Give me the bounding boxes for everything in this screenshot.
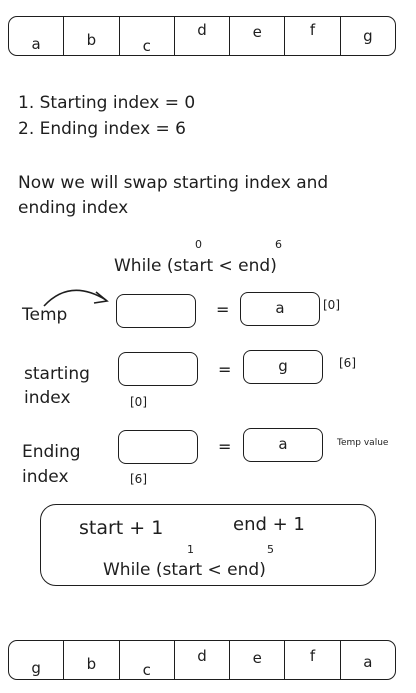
loop1-start-index: 0 [195, 238, 202, 251]
starting-value-box: g [243, 350, 323, 384]
temp-label: Temp [22, 305, 68, 325]
update-end-index: 5 [267, 543, 274, 556]
temp-value-box: a [240, 292, 320, 326]
temp-value: a [275, 299, 285, 318]
start-increment: start + 1 [79, 517, 164, 539]
swap-note-line-2: ending index [18, 198, 129, 218]
step-1: 1. Starting index = 0 [18, 93, 196, 113]
array-cell: b [64, 17, 120, 55]
array-cell: d [175, 641, 231, 679]
starting-value: g [278, 357, 288, 376]
update-condition: While (start < end) [103, 560, 266, 580]
array-after: g b c d e f a [8, 640, 396, 680]
ending-value: a [278, 435, 288, 454]
update-start-index: 1 [187, 543, 194, 556]
curved-arrow-icon [43, 289, 109, 307]
array-before: a b c d e f g [8, 16, 396, 56]
array-cell: g [363, 27, 373, 45]
array-cell: b [64, 641, 120, 679]
array-cell: a [9, 17, 65, 55]
ending-label-line-2: index [22, 467, 69, 487]
update-box: start + 1 end + 1 1 5 While (start < end… [40, 504, 376, 586]
ending-value-box: a [243, 428, 323, 462]
ending-equals: = [218, 437, 232, 456]
array-cell: d [175, 17, 231, 55]
array-cell: f [285, 17, 341, 55]
array-cell: e [230, 17, 286, 55]
loop1-condition: While (start < end) [114, 256, 277, 276]
temp-index: [0] [323, 298, 340, 312]
array-cell: c [120, 641, 175, 679]
starting-index-below: [0] [130, 395, 147, 409]
starting-equals: = [218, 360, 232, 379]
end-increment: end + 1 [233, 514, 305, 535]
temp-equals: = [216, 300, 230, 319]
loop1-end-index: 6 [275, 238, 282, 251]
ending-note: Temp value [337, 438, 389, 448]
swap-note-line-1: Now we will swap starting index and [18, 173, 329, 193]
ending-box [118, 430, 198, 464]
step-2: 2. Ending index = 6 [18, 119, 186, 139]
array-cell: e [230, 641, 286, 679]
ending-index-below: [6] [130, 472, 147, 486]
ending-label-line-1: Ending [22, 442, 81, 462]
array-cell: a [363, 653, 373, 671]
starting-label-line-2: index [24, 388, 71, 408]
starting-box [118, 352, 198, 386]
temp-box [116, 294, 196, 328]
starting-index-right: [6] [339, 356, 356, 370]
array-cell: c [120, 17, 175, 55]
starting-label-line-1: starting [24, 364, 90, 384]
array-cell: g [9, 641, 65, 679]
array-cell: f [285, 641, 341, 679]
